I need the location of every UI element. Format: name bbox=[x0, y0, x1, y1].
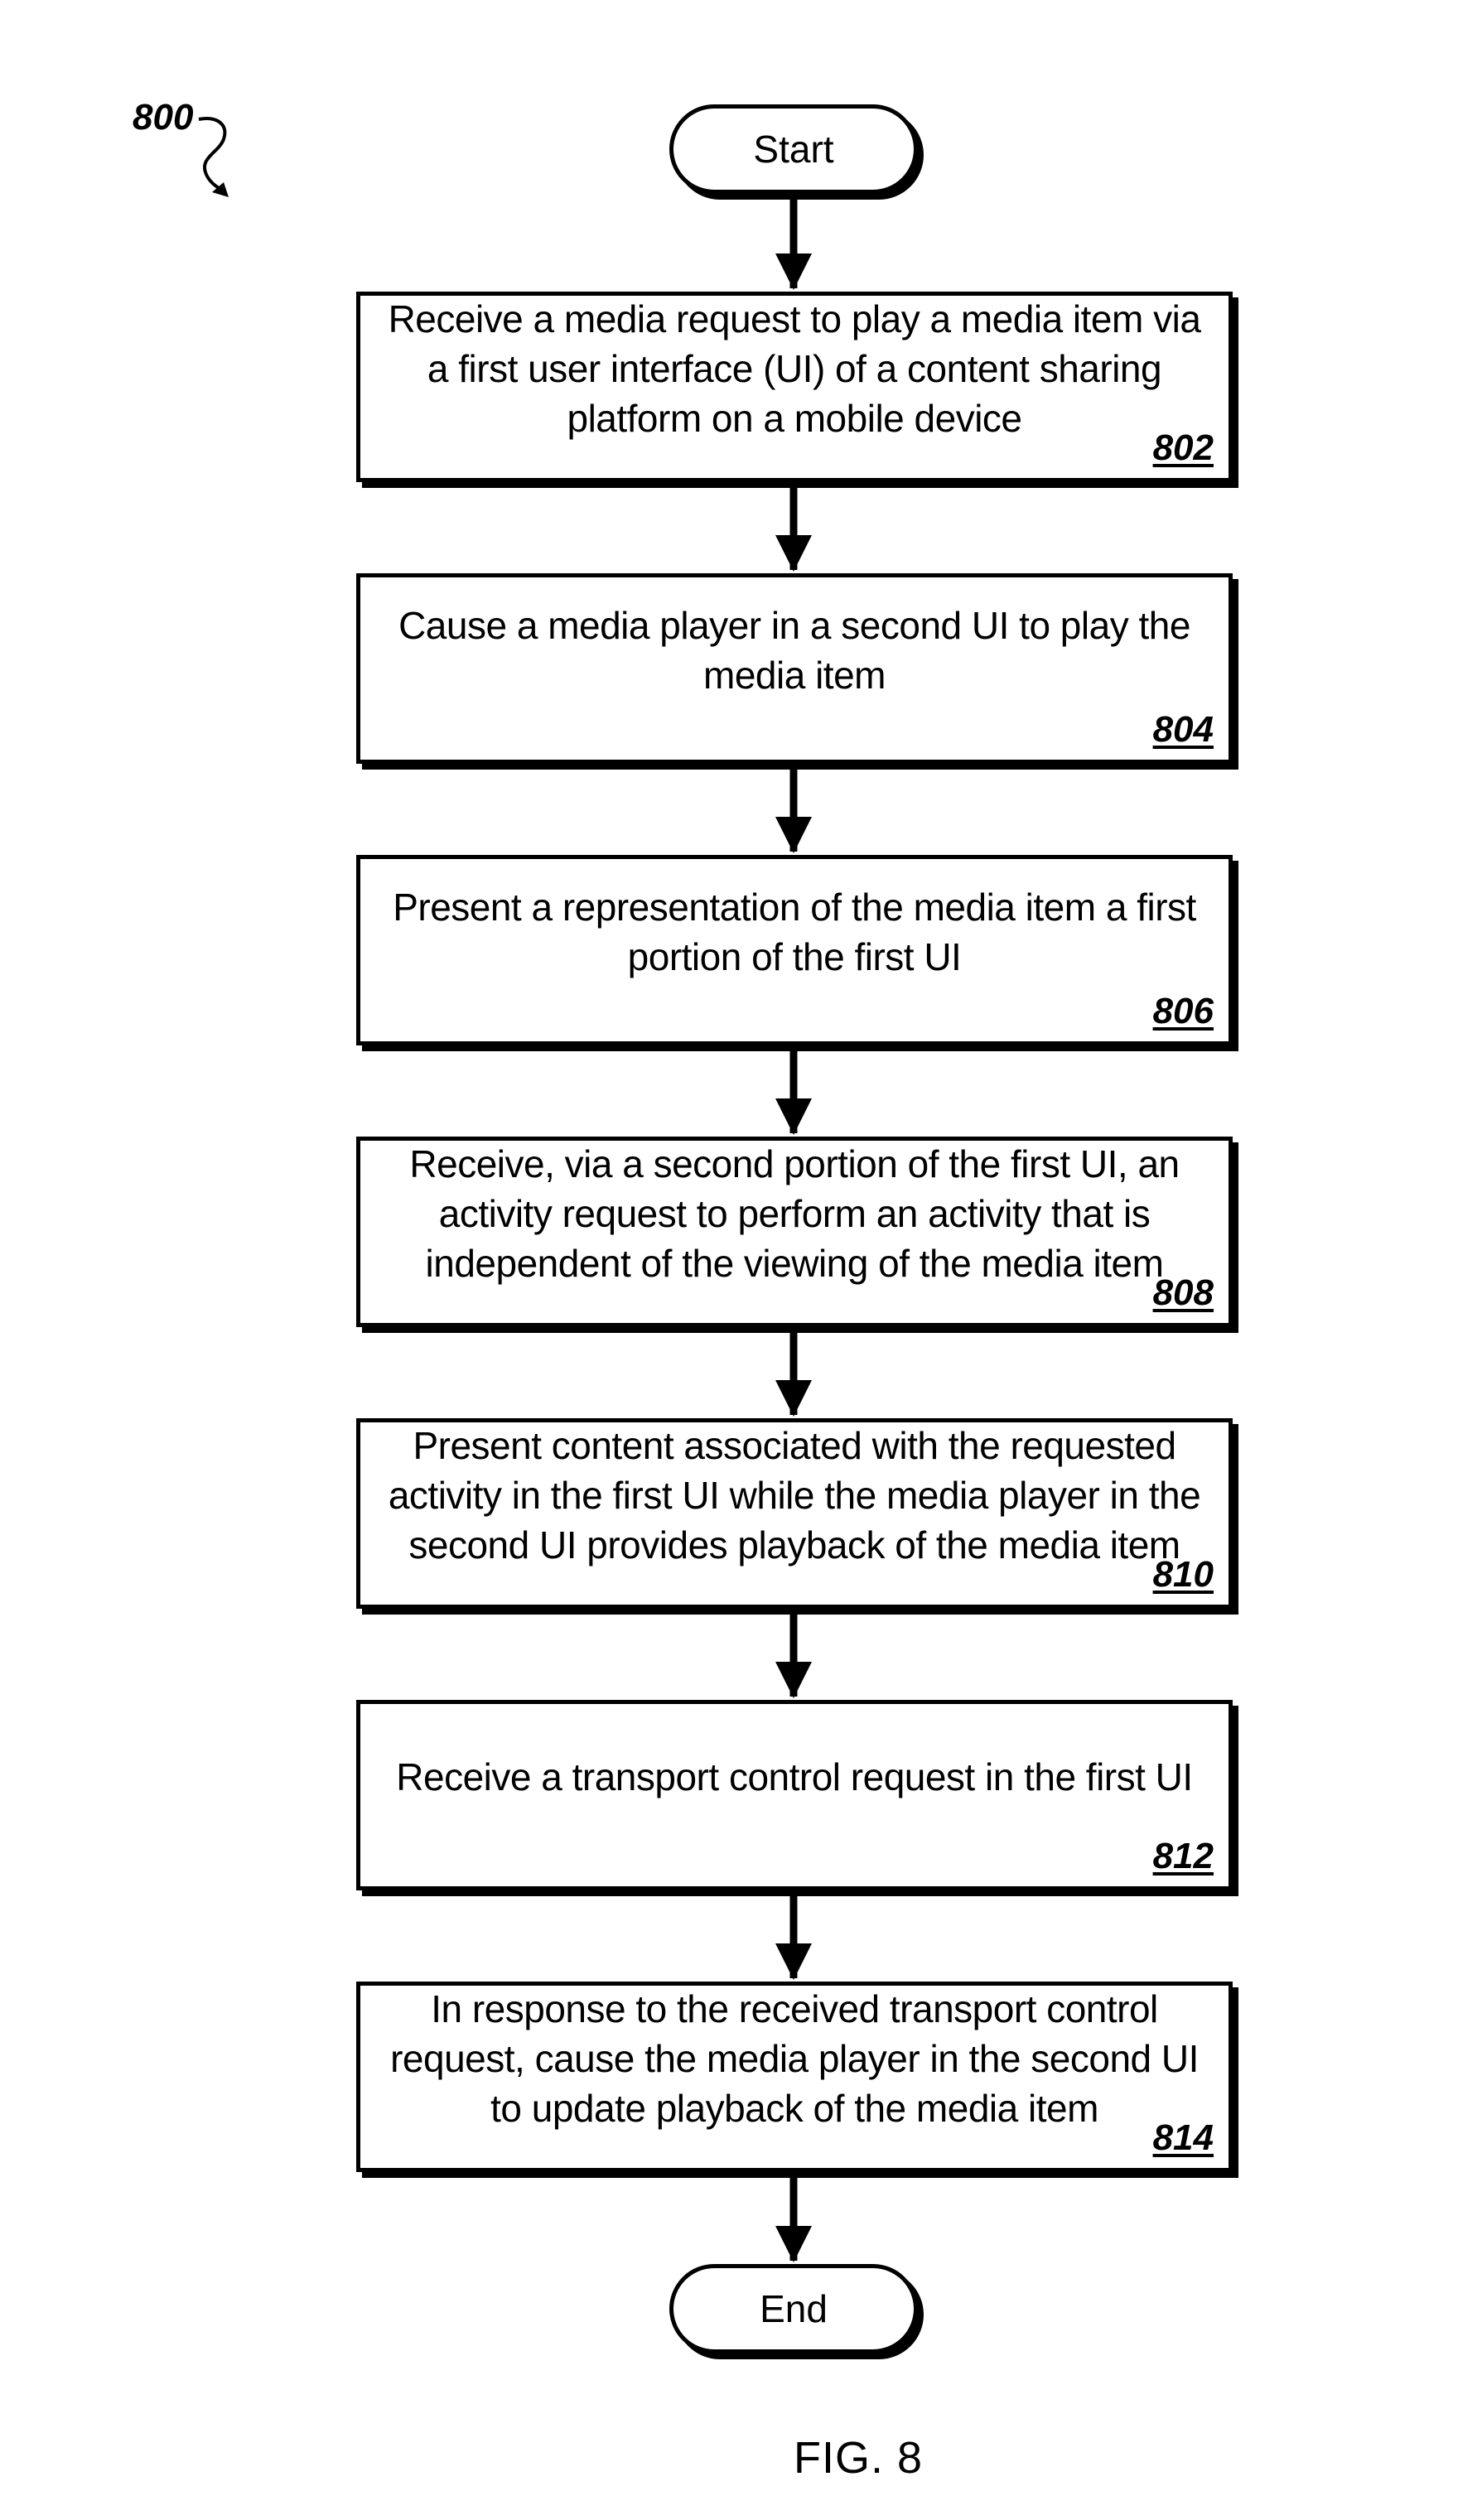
step-reference-number: 804 bbox=[1153, 712, 1214, 748]
connector-arrowhead-8 bbox=[775, 2226, 812, 2262]
step-reference-number: 814 bbox=[1153, 2120, 1214, 2156]
figure-ref-curl-arrow bbox=[199, 118, 225, 192]
step-text: Cause a media player in a second UI to p… bbox=[375, 589, 1214, 712]
step-box-810: Present content associated with the requ… bbox=[356, 1418, 1233, 1609]
step-box-814: In response to the received transport co… bbox=[356, 1982, 1233, 2172]
step-box-806: Present a representation of the media it… bbox=[356, 855, 1233, 1045]
connector-arrowhead-4 bbox=[775, 1098, 812, 1135]
connector-arrowhead-5 bbox=[775, 1380, 812, 1417]
step-box-808: Receive, via a second portion of the fir… bbox=[356, 1137, 1233, 1327]
start-terminal: Start bbox=[669, 104, 918, 194]
connector-arrowhead-1 bbox=[775, 253, 812, 290]
start-label: Start bbox=[753, 127, 833, 171]
end-terminal: End bbox=[669, 2264, 918, 2353]
figure-reference-number: 800 bbox=[133, 99, 193, 136]
connector-arrowhead-6 bbox=[775, 1662, 812, 1698]
step-reference-number: 812 bbox=[1153, 1838, 1214, 1875]
step-text: In response to the received transport co… bbox=[375, 1997, 1214, 2120]
connector-arrowhead-7 bbox=[775, 1943, 812, 1980]
step-box-802: Receive a media request to play a media … bbox=[356, 292, 1233, 482]
step-reference-number: 808 bbox=[1153, 1275, 1214, 1311]
step-reference-number: 802 bbox=[1153, 430, 1214, 466]
connector-arrowhead-3 bbox=[775, 817, 812, 853]
connector-arrowhead-2 bbox=[775, 535, 812, 572]
step-box-804: Cause a media player in a second UI to p… bbox=[356, 573, 1233, 764]
step-text: Present content associated with the requ… bbox=[375, 1434, 1214, 1557]
step-text: Receive a transport control request in t… bbox=[375, 1716, 1214, 1838]
step-text: Receive a media request to play a media … bbox=[375, 307, 1214, 430]
step-reference-number: 810 bbox=[1153, 1557, 1214, 1593]
step-box-812: Receive a transport control request in t… bbox=[356, 1700, 1233, 1890]
figure-caption: FIG. 8 bbox=[0, 2436, 1482, 2480]
step-text: Present a representation of the media it… bbox=[375, 871, 1214, 993]
step-reference-number: 806 bbox=[1153, 993, 1214, 1030]
end-label: End bbox=[760, 2286, 828, 2331]
step-text: Receive, via a second portion of the fir… bbox=[375, 1152, 1214, 1275]
